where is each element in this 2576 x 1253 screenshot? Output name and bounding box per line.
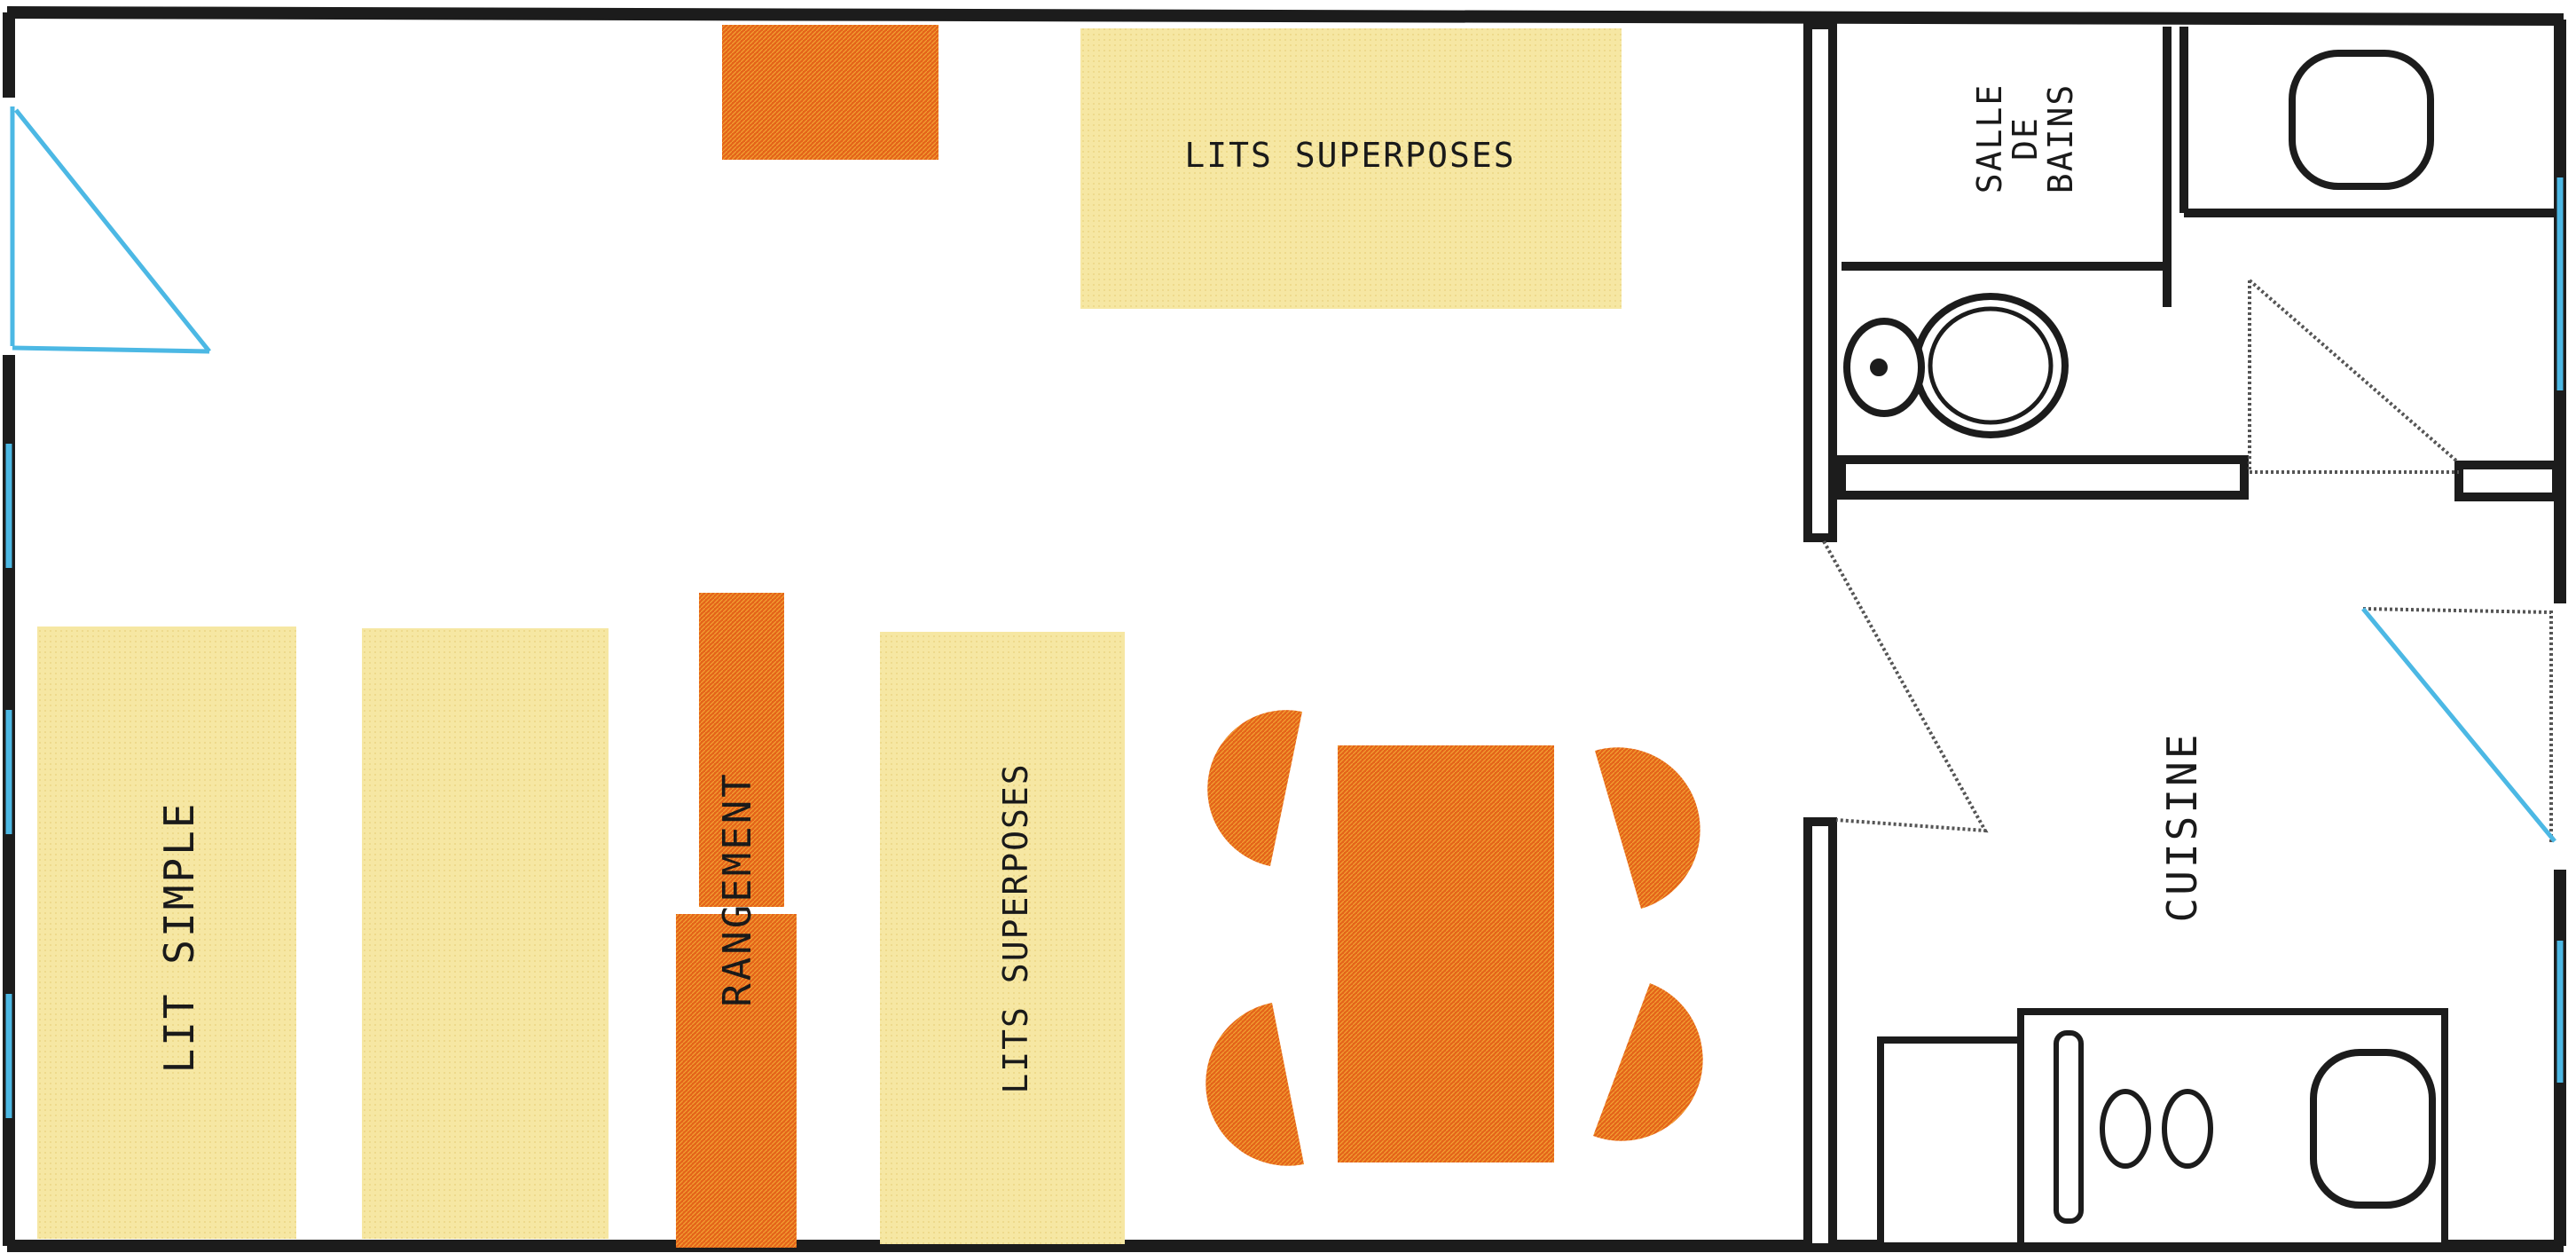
label-bains: BAINS bbox=[2041, 83, 2080, 193]
bed-second bbox=[362, 628, 609, 1239]
bathroom-walls bbox=[1803, 20, 2561, 542]
label-de: DE bbox=[2006, 116, 2045, 161]
chair-top-right bbox=[1595, 747, 1700, 909]
storage-lower bbox=[676, 914, 797, 1248]
dining-table bbox=[1338, 745, 1554, 1162]
label-rangement: RANGEMENT bbox=[715, 771, 760, 1006]
interior-doors bbox=[1822, 279, 2553, 843]
labels: LITS SUPERPOSES LIT SIMPLE RANGEMENT LIT… bbox=[155, 83, 2206, 1094]
bathroom-fixtures bbox=[1843, 50, 2434, 438]
bunk-bed-middle bbox=[880, 632, 1125, 1244]
kitchen-walls bbox=[1803, 817, 1837, 1252]
label-lits-superposes-mid: LITS SUPERPOSES bbox=[996, 762, 1035, 1093]
chair-top-left bbox=[1207, 710, 1302, 866]
label-cuisine: CUISINE bbox=[2158, 732, 2206, 923]
beds bbox=[37, 28, 1622, 1244]
furniture bbox=[676, 25, 1703, 1248]
entrance-door bbox=[10, 106, 211, 354]
chair-bottom-left bbox=[1206, 1003, 1304, 1166]
windows bbox=[5, 177, 2564, 1118]
label-salle: SALLE bbox=[1970, 83, 2009, 193]
label-lit-simple: LIT SIMPLE bbox=[155, 801, 203, 1074]
storage-top bbox=[722, 25, 939, 160]
single-bed bbox=[37, 626, 296, 1239]
label-lits-superposes-top: LITS SUPERPOSES bbox=[1184, 136, 1515, 175]
kitchen-door-window bbox=[2361, 607, 2556, 843]
chair-bottom-right bbox=[1593, 983, 1703, 1141]
storage-upper bbox=[699, 593, 784, 907]
kitchen-fixtures bbox=[1877, 1008, 2448, 1249]
bunk-bed-top bbox=[1080, 28, 1622, 309]
